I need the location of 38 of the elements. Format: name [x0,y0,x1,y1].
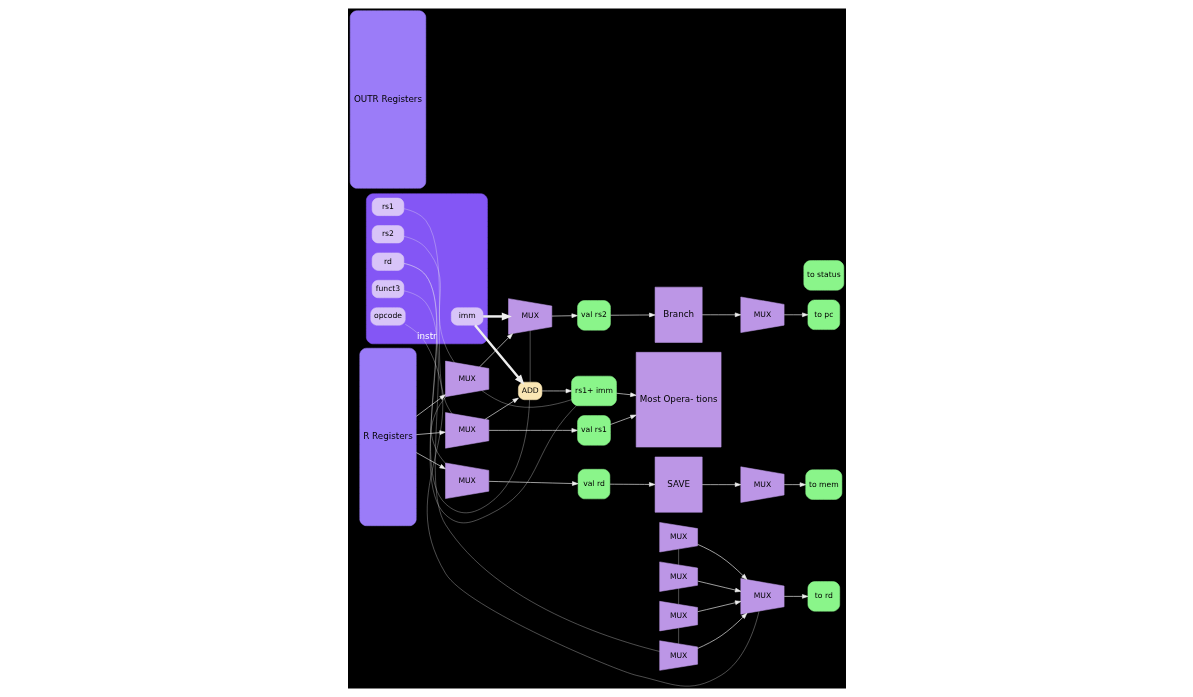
arrow [783,594,808,599]
node-box: SAVE [654,456,702,513]
arrow [696,580,741,593]
arrow [701,312,741,318]
arrow [415,452,446,470]
connector [403,263,577,523]
connector [403,208,452,414]
arrow [488,481,578,486]
arrow [488,428,578,433]
arrow [609,312,655,318]
arrow [783,312,808,318]
node-box: R Registers [359,347,416,526]
connector [677,627,679,644]
arrow [615,392,636,397]
arrow [783,482,806,487]
connector [481,390,572,408]
arrow [609,414,636,425]
connector [403,290,660,652]
node-box: Most Opera- tions [635,352,721,448]
connector [677,588,679,605]
arrow [415,430,446,435]
arrow [609,482,655,487]
arrow [478,333,513,368]
arrow [696,612,747,649]
node-box: OUTR Registers [349,10,426,189]
connector [404,324,759,687]
connector [403,236,455,363]
arrow [473,324,524,385]
arrow [551,313,578,318]
arrow [482,312,512,321]
node-box: Branch [654,286,702,343]
arrow [701,482,741,487]
connector [677,548,679,565]
arrow [696,544,747,580]
arrow [541,388,572,394]
arrow [484,397,519,420]
arrow [696,600,741,613]
connector [529,330,530,383]
